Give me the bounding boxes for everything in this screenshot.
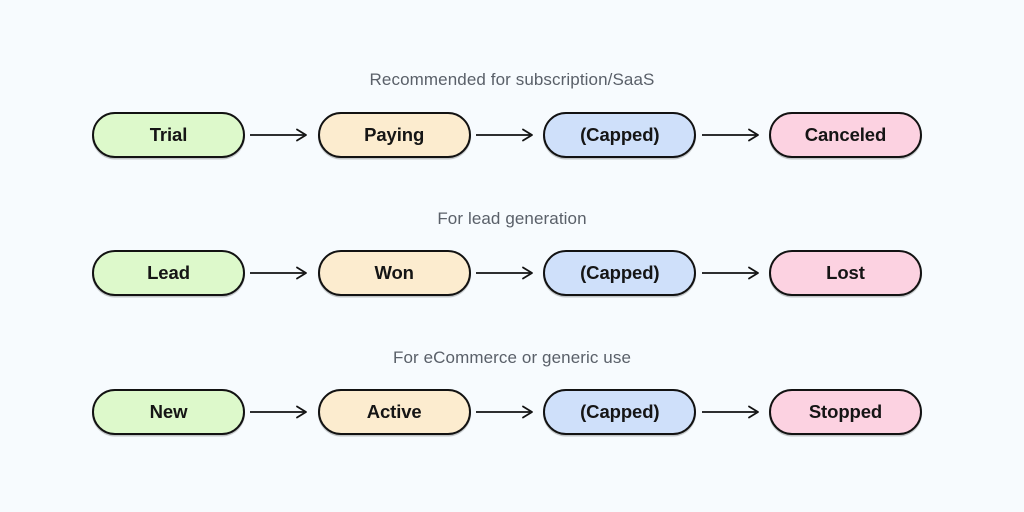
stage-label: Canceled	[804, 124, 887, 145]
arrow-right-icon	[245, 262, 317, 284]
flow-row: Trial Paying (Capped)	[92, 112, 922, 158]
arrow-right-icon	[245, 401, 317, 423]
flow-row: New Active (Capped)	[92, 389, 922, 435]
stage-label: Trial	[149, 124, 188, 145]
group-caption: For lead generation	[437, 209, 587, 228]
stage-pill-lost[interactable]: Lost	[768, 250, 922, 296]
arrow-right-icon	[471, 262, 543, 284]
stage-label: Lost	[826, 262, 865, 283]
arrow-right-icon	[697, 124, 769, 146]
stage-label: Lead	[147, 262, 190, 283]
stage-label: (Capped)	[580, 262, 660, 283]
stage-pill-paying[interactable]: Paying	[317, 112, 471, 158]
arrow-right-icon	[697, 262, 769, 284]
stage-pill-trial[interactable]: Trial	[92, 112, 245, 158]
stage-pill-lead[interactable]: Lead	[92, 250, 245, 296]
stage-label: Active	[366, 401, 422, 422]
stage-label: Won	[374, 262, 414, 283]
arrow-right-icon	[471, 124, 543, 146]
arrow-right-icon	[471, 401, 543, 423]
stage-label: New	[149, 401, 188, 422]
stage-pill-won[interactable]: Won	[317, 250, 471, 296]
stage-pill-capped[interactable]: (Capped)	[543, 389, 697, 435]
stage-label: (Capped)	[580, 401, 660, 422]
group-caption: Recommended for subscription/SaaS	[369, 70, 655, 89]
arrow-right-icon	[697, 401, 769, 423]
stage-label: Stopped	[808, 401, 883, 422]
stage-pill-new[interactable]: New	[92, 389, 245, 435]
arrow-right-icon	[245, 124, 317, 146]
stage-pill-active[interactable]: Active	[317, 389, 471, 435]
stage-label: Paying	[364, 124, 425, 145]
stage-label: (Capped)	[580, 124, 660, 145]
stage-pill-stopped[interactable]: Stopped	[768, 389, 922, 435]
stage-pill-capped[interactable]: (Capped)	[543, 250, 697, 296]
flow-row: Lead Won (Capped)	[92, 250, 922, 296]
stage-pill-canceled[interactable]: Canceled	[768, 112, 922, 158]
group-caption: For eCommerce or generic use	[392, 348, 632, 367]
stage-pill-capped[interactable]: (Capped)	[543, 112, 697, 158]
